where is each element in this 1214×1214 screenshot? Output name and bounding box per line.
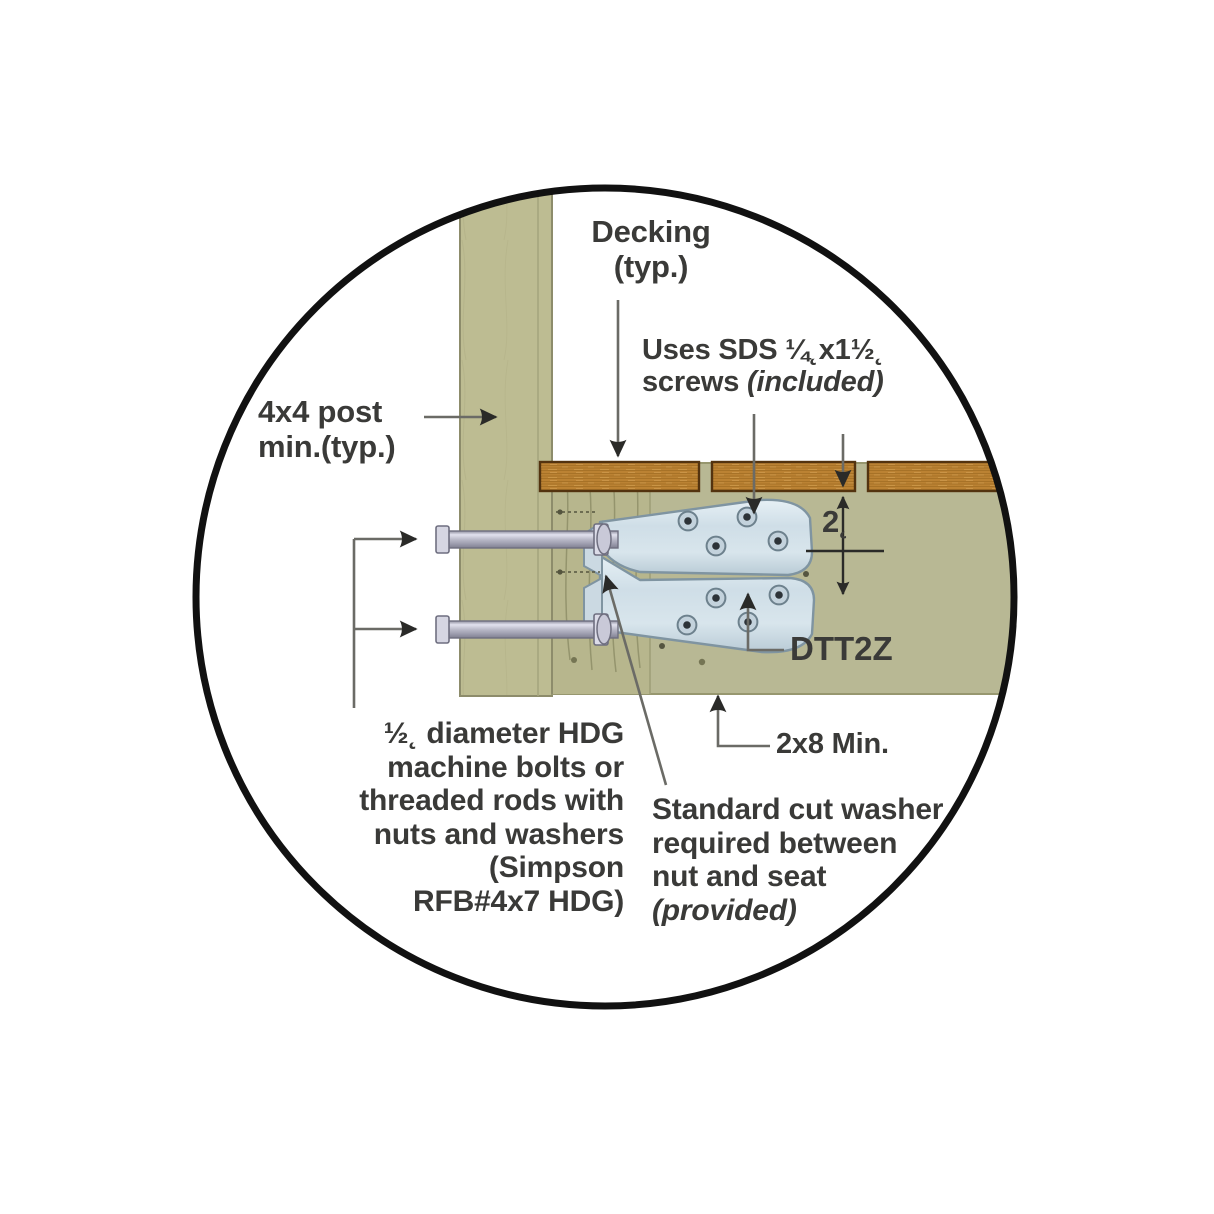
decking-boards xyxy=(538,460,1013,493)
label-washer-line2: required between xyxy=(652,826,898,860)
label-bolts-line6: RFB#4x7 HDG) xyxy=(413,884,624,918)
label-sds-included: (included) xyxy=(747,366,884,399)
label-bolts-line3: threaded rods with xyxy=(359,784,624,818)
post-4x4 xyxy=(459,189,553,697)
leader-2x8 xyxy=(709,694,770,748)
label-sds-screws: Uses SDS ¼˛x1½˛screws (included) xyxy=(642,334,884,399)
leader-bolts xyxy=(352,530,418,708)
label-post-line2: min.(typ.) xyxy=(258,428,396,464)
section-dots xyxy=(557,509,809,649)
dimension-2in xyxy=(806,495,884,596)
leader-sds-screws xyxy=(745,414,852,515)
label-sds-line1: Uses SDS ¼˛x1½˛ xyxy=(642,334,885,366)
label-dimension-2in: 2˛ xyxy=(822,504,850,539)
leader-dtt2z xyxy=(739,592,784,652)
label-decking-line1: Decking xyxy=(591,214,711,249)
detail-circle-outline xyxy=(192,184,1018,1010)
label-decking-line2: (typ.) xyxy=(613,248,689,284)
label-bolts-line2: machine bolts or xyxy=(387,750,624,784)
label-joist-min: 2x8 Min. xyxy=(776,728,889,760)
label-bolts-line5: (Simpson xyxy=(488,851,624,885)
label-dtt2z-model: DTT2Z xyxy=(790,630,893,667)
label-bolts-line4: nuts and washers xyxy=(373,817,624,851)
label-washer-line1: Standard cut washer xyxy=(652,793,944,826)
label-washer-provided: (provided) xyxy=(652,893,797,927)
machine-bolt-upper xyxy=(435,523,619,556)
label-post-line1: 4x4 post xyxy=(258,394,383,429)
leader-washer xyxy=(602,574,668,786)
label-decking: Decking(typ.) xyxy=(556,214,746,284)
label-washer-line3: nut and seat xyxy=(652,860,827,894)
label-sds-line2: screws xyxy=(642,366,748,399)
machine-bolt-lower xyxy=(435,613,619,646)
scene-inside-circle xyxy=(435,189,1013,697)
label-bolts-line1: ½˛ diameter HDG xyxy=(383,717,625,750)
